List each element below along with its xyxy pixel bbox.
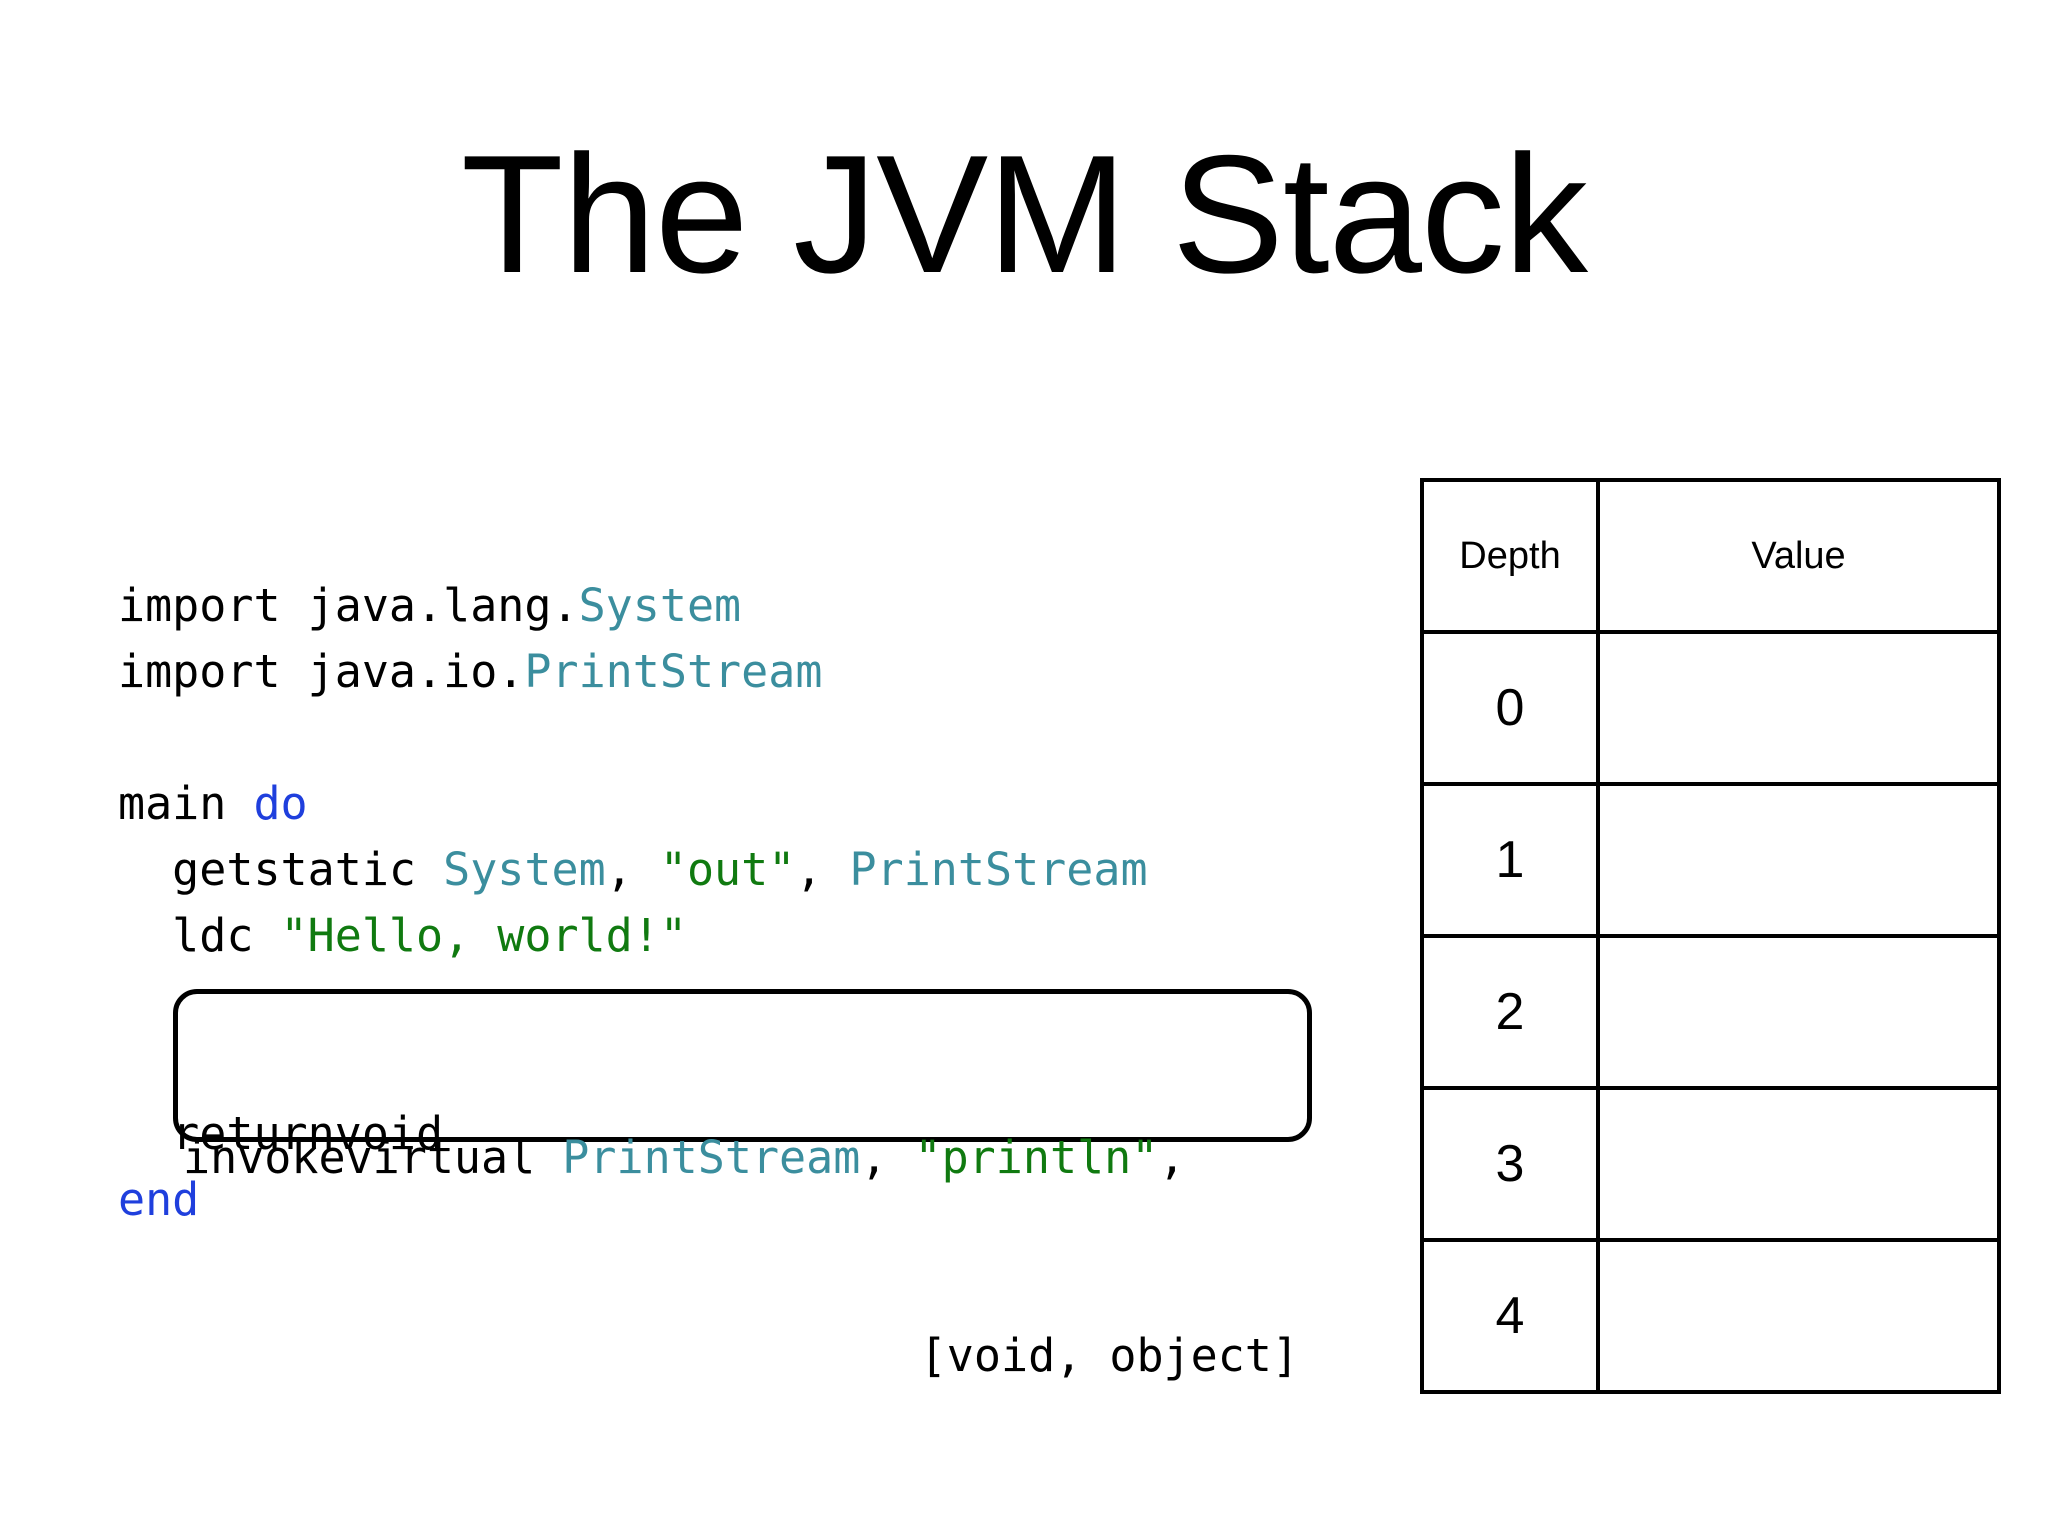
invokevirtual-statement: invokevirtual PrintStream, "println", [v…: [183, 993, 1303, 1455]
code-token-type: PrintStream: [849, 843, 1148, 896]
table-row: 1: [1420, 782, 2001, 938]
column-header-depth: Depth: [1420, 478, 1600, 634]
code-line-import-system: import java.lang.System: [118, 573, 1148, 639]
table-row: 2: [1420, 934, 2001, 1090]
code-token-plain: main: [118, 777, 254, 830]
stack-value-cell-1[interactable]: [1596, 782, 2001, 938]
code-token-type: System: [443, 843, 606, 896]
stack-depth-cell-1: 1: [1420, 782, 1600, 938]
code-token-plain: import java.io.: [118, 645, 525, 698]
code-token-keyword: end: [118, 1173, 200, 1226]
code-token-plain: invokevirtual: [183, 1131, 563, 1184]
stack-value-cell-0[interactable]: [1596, 630, 2001, 786]
invokevirtual-line-2: [void, object]: [183, 1323, 1303, 1389]
code-token-type: PrintStream: [524, 645, 823, 698]
page-title: The JVM Stack: [460, 120, 1588, 308]
code-token-plain: import java.lang.: [118, 579, 579, 632]
stack-value-cell-3[interactable]: [1596, 1086, 2001, 1242]
code-line-ldc: ldc "Hello, world!": [118, 903, 1148, 969]
stack-depth-cell-3: 3: [1420, 1086, 1600, 1242]
code-token-plain: ,: [795, 843, 850, 896]
code-token-plain: returnvoid: [172, 1107, 444, 1160]
code-line-returnvoid: returnvoid: [118, 1101, 1148, 1167]
code-token-plain: ,: [605, 843, 660, 896]
column-header-value: Value: [1596, 478, 2001, 634]
code-line-blank-1: [118, 705, 1148, 771]
code-line-main-do: main do: [118, 771, 1148, 837]
code-line-import-printstream: import java.io.PrintStream: [118, 639, 1148, 705]
code-token-type: System: [578, 579, 742, 632]
table-header-row: Depth Value: [1420, 478, 2001, 634]
stack-value-cell-4[interactable]: [1596, 1238, 2001, 1394]
code-token-plain: ldc: [172, 909, 281, 962]
table-row: 0: [1420, 630, 2001, 786]
code-token-keyword: do: [253, 777, 308, 830]
invokevirtual-line-1: invokevirtual PrintStream, "println",: [183, 1125, 1303, 1191]
stack-depth-cell-4: 4: [1420, 1238, 1600, 1394]
code-token-plain: getstatic: [172, 843, 444, 896]
code-token-string: "Hello, world!": [280, 909, 687, 962]
code-token-type: PrintStream: [562, 1131, 861, 1184]
code-line-end: end: [118, 1167, 1148, 1233]
code-token-plain: ,: [1158, 1131, 1186, 1184]
code-token-plain: ,: [860, 1131, 915, 1184]
code-line-getstatic: getstatic System, "out", PrintStream: [118, 837, 1148, 903]
stack-depth-cell-2: 2: [1420, 934, 1600, 1090]
table-row: 3: [1420, 1086, 2001, 1242]
code-token-string: "println": [914, 1131, 1159, 1184]
stack-depth-cell-0: 0: [1420, 630, 1600, 786]
table-row: 4: [1420, 1238, 2001, 1394]
code-token-string: "out": [659, 843, 796, 896]
code-token-plain: [void, object]: [919, 1329, 1299, 1382]
stack-value-cell-2[interactable]: [1596, 934, 2001, 1090]
